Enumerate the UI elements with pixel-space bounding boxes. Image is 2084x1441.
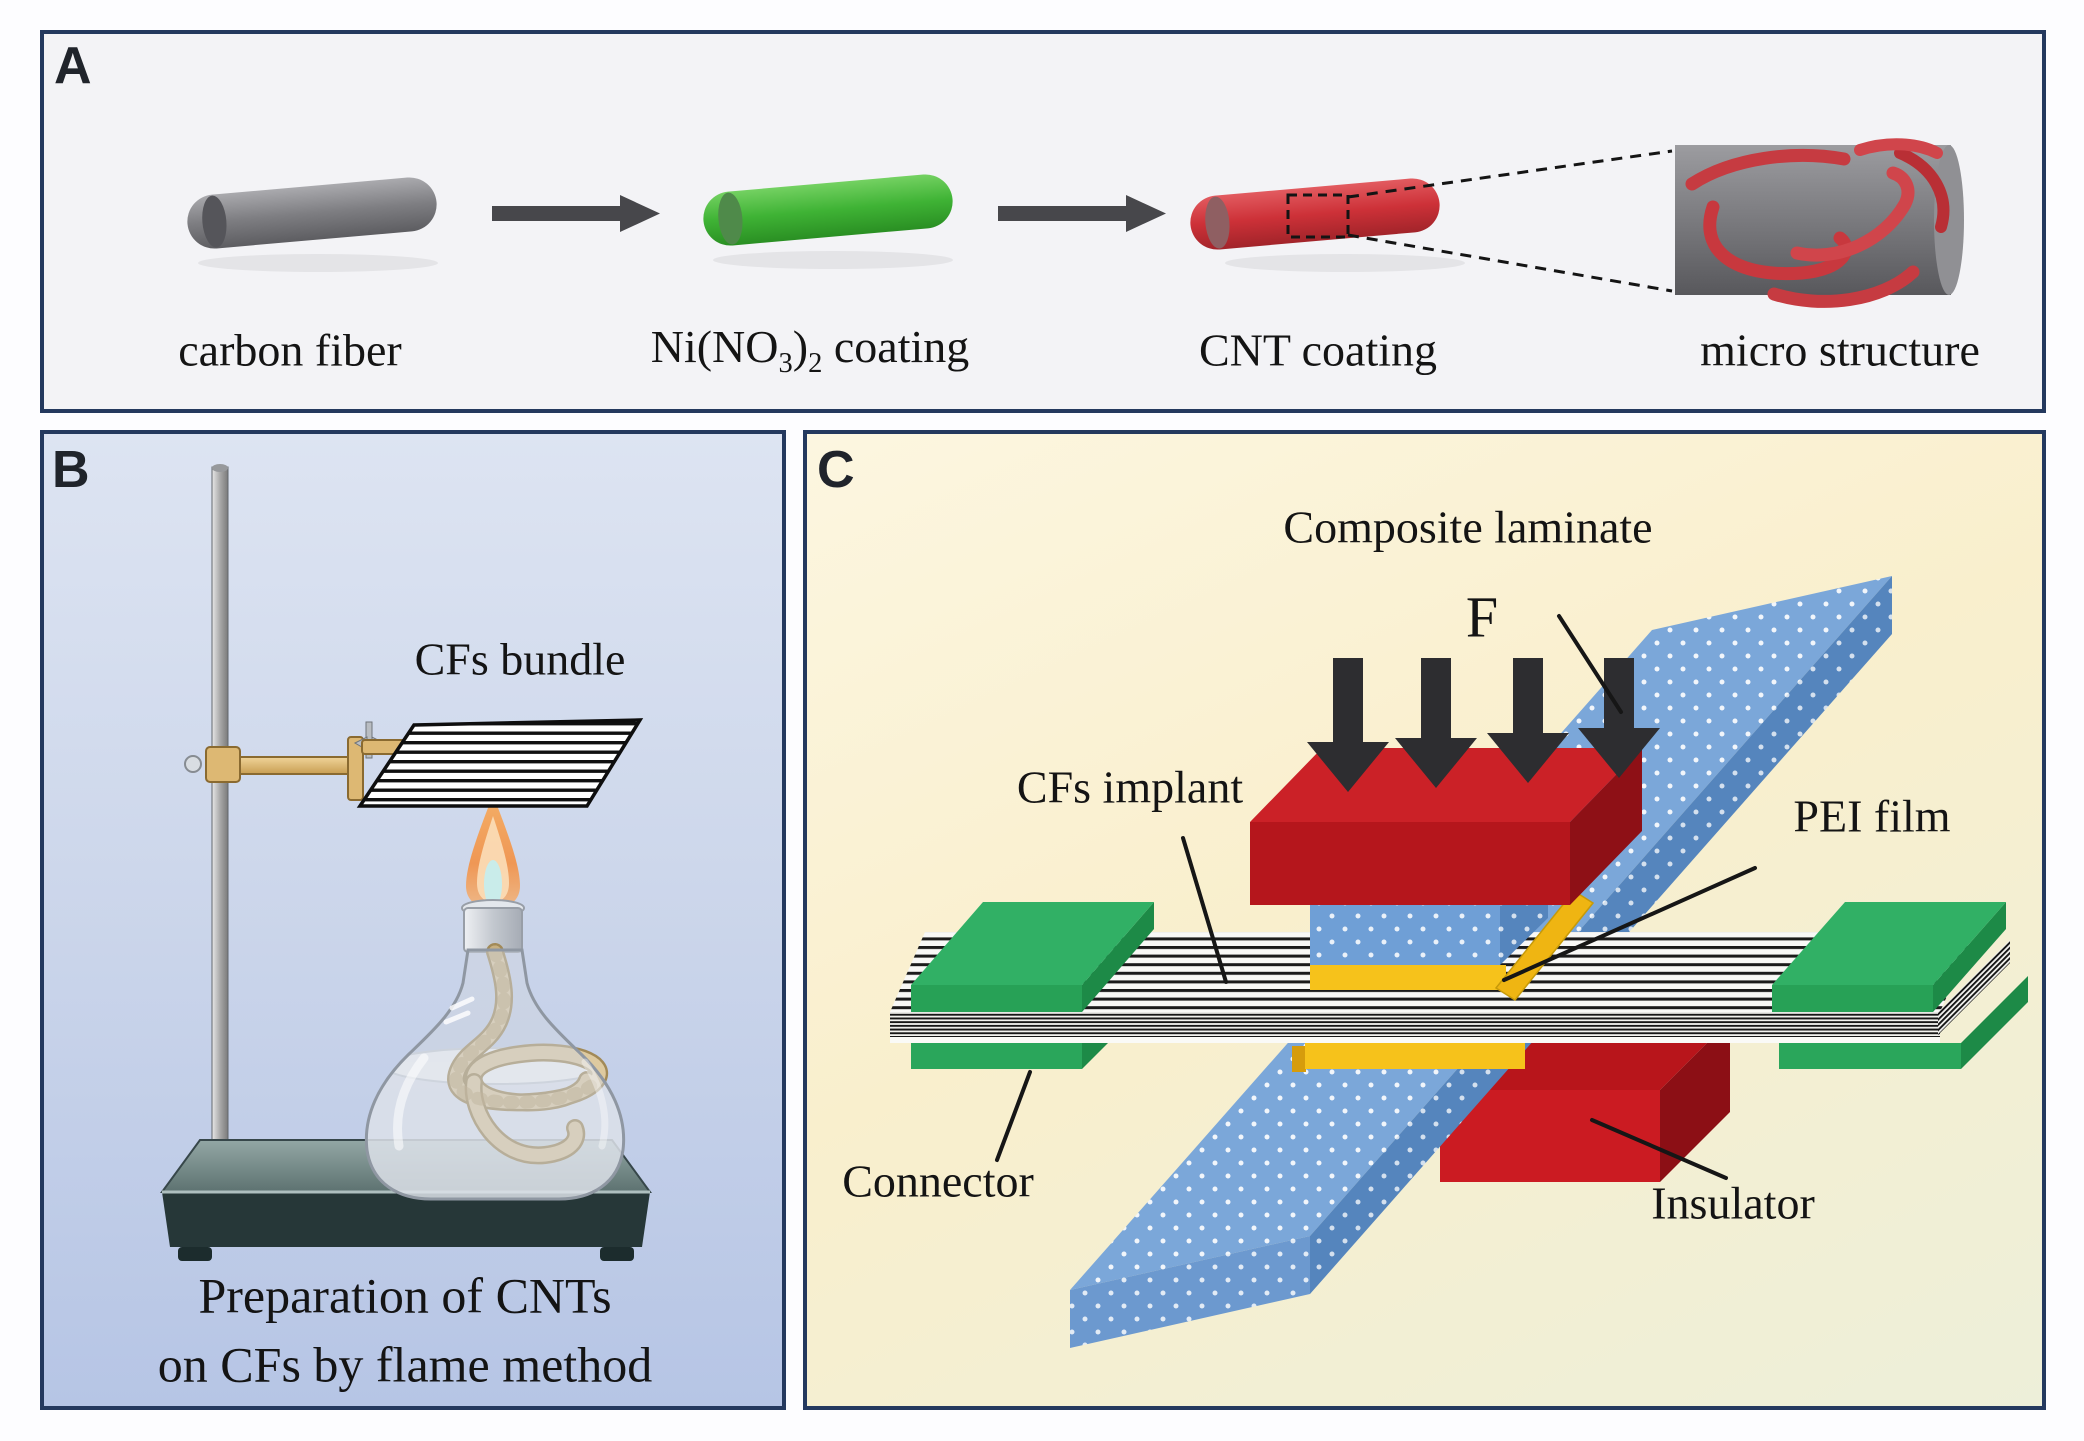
label-force-f: F [1465,584,1499,650]
wick-rope [447,943,608,1165]
carbon-fiber-cylinder [187,177,437,249]
force-arrow-head [1307,742,1389,792]
alcohol-lamp [364,899,626,1201]
label-pei-film: PEI film [1793,790,1951,842]
connector-right-top-slab [1772,902,2006,1012]
pointer-lines [995,614,1757,1180]
flame [466,795,520,909]
micro-structure-cylinder [1675,138,1964,308]
panel-b-letter: B [52,441,90,499]
panel-b: B CFs bundle Preparation of CNTs on CFs … [40,430,786,1410]
lamp-glass [364,948,626,1201]
ni-label-sub2: 2 [808,348,823,380]
pointer-pei-film [1502,866,1757,982]
panel-c: C Composite laminate F CFs implant PEI f… [803,430,2046,1410]
cfs-implant-band-end [1938,940,2010,1035]
pointer-insulator [1590,1118,1728,1180]
caption-line2: on CFs by flame method [157,1336,653,1393]
ni-label-sub1: 3 [778,348,793,380]
shadow [1225,254,1465,272]
pei-film-strip-bottom [1292,1043,1525,1072]
ni-label-pre: Ni(NO [650,321,779,373]
process-arrow-2 [998,195,1166,232]
cnt-coating-cylinder [1190,178,1440,250]
shadow [713,251,953,269]
shadow [198,254,438,272]
label-insulator: Insulator [1651,1177,1815,1229]
label-cfs-bundle: CFs bundle [414,633,626,685]
connector-right-bottom-slab [1779,976,2028,1069]
clamp [184,721,413,801]
panel-c-graphics [890,576,2028,1348]
label-cfs-implant: CFs implant [1016,761,1244,813]
panel-a: A carbon fiber Ni(NO3)2 coating CNT coat… [40,30,2046,413]
pointer-cfs-implant [1181,836,1228,984]
caption-line1: Preparation of CNTs [198,1267,612,1324]
panel-b-graphics [160,464,652,1261]
pei-film-strip-top [1310,965,1506,990]
pointer-composite-laminate [1557,614,1623,714]
label-cnt-coating: CNT coating [1198,324,1438,376]
stand-rod [211,466,229,1158]
label-composite-laminate: Composite laminate [1283,501,1653,553]
panel-c-letter: C [817,441,855,499]
panel-a-letter: A [54,37,92,95]
label-connector: Connector [842,1155,1034,1207]
panel-a-graphics [187,138,1964,308]
cfs-bundle-sheet [356,718,644,808]
force-arrow-shaft [1333,658,1363,742]
force-arrows [1307,658,1660,792]
flame-core [484,860,502,908]
stand-rod-cap [212,464,228,472]
cnt-tubes [1685,138,1950,308]
label-micro-structure: micro structure [1700,324,1980,376]
ni-label-post: coating [822,321,970,373]
zoom-dashed-line-bottom [1347,233,1673,293]
ni-coating-cylinder [703,174,953,246]
connector-left-top-slab [911,902,1154,1012]
label-carbon-fiber: carbon fiber [178,324,402,376]
label-ni-coating: Ni(NO3)2 coating [651,321,970,381]
process-arrow-1 [492,195,660,232]
zoom-dashed-line-top [1347,149,1673,199]
pointer-connector [995,1070,1032,1162]
zoom-dashed-box [1286,193,1350,239]
ni-label-close: ) [792,321,809,373]
